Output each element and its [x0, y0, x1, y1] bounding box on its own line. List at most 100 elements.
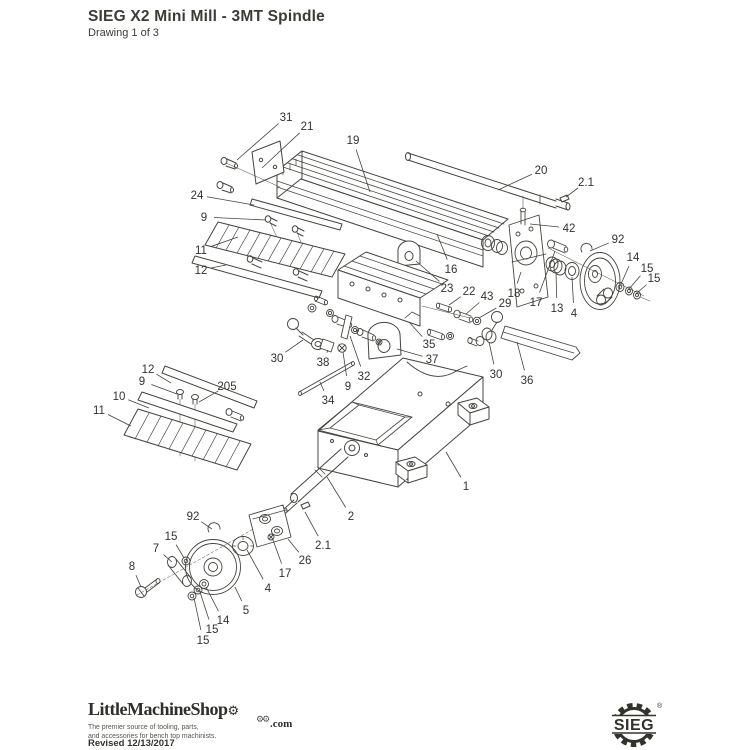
part-number-label: 36: [521, 375, 534, 387]
leader-line: [555, 271, 558, 299]
saddle-drawing: [337, 251, 449, 360]
leader-line: [415, 260, 440, 282]
part-number-label: 92: [612, 234, 625, 246]
part-number-label: 38: [317, 357, 330, 369]
right-fasteners-drawing: [421, 302, 581, 361]
leader-line: [516, 341, 525, 371]
leader-line: [198, 390, 219, 403]
leader-line: [210, 264, 227, 269]
table-drawing: [276, 150, 509, 268]
leader-line: [156, 373, 172, 384]
leader-line: [128, 399, 150, 409]
part-number-label: 13: [551, 303, 564, 315]
part-number-label: 20: [535, 165, 548, 177]
part-number-label: 10: [113, 391, 126, 403]
part-number-label: 2.1: [578, 177, 594, 189]
leader-line: [445, 451, 462, 478]
part-number-label: 12: [195, 265, 208, 277]
sieg-logo: SIEG ®: [608, 702, 663, 747]
part-number-label: 15: [648, 273, 661, 285]
part-number-label: 7: [153, 543, 159, 555]
end-plate-drawing: [216, 140, 285, 194]
leader-line: [355, 149, 371, 193]
part-number-label: 4: [265, 583, 272, 595]
brand-suffix: .com: [270, 718, 293, 730]
part-number-label: 2: [348, 511, 354, 523]
part-number-label: 23: [441, 283, 454, 295]
leader-line: [135, 575, 142, 588]
leader-line: [236, 123, 279, 161]
leader-line: [151, 384, 178, 395]
part-number-label: 31: [280, 112, 293, 124]
leader-line: [589, 242, 609, 252]
lock-block-23-drawing: [397, 240, 421, 267]
leader-line: [396, 348, 423, 357]
leader-line: [205, 586, 219, 612]
upper-way-cover-drawing: [191, 221, 346, 299]
part-number-label: 16: [445, 264, 458, 276]
part-number-label: 17: [279, 568, 292, 580]
leader-line: [436, 233, 448, 260]
leader-line: [571, 276, 574, 304]
leader-line: [193, 597, 202, 631]
page-subtitle: Drawing 1 of 3: [88, 27, 159, 39]
leader-line: [284, 339, 304, 353]
leader-line: [213, 217, 267, 221]
part-number-label: 35: [423, 339, 436, 351]
leader-line: [201, 521, 213, 530]
end-bracket-bearing-drawing: [481, 195, 651, 310]
part-number-label: 15: [206, 624, 219, 636]
leader-line: [342, 351, 347, 377]
leader-line: [326, 476, 347, 508]
part-number-label: 14: [627, 252, 640, 264]
leader-line: [107, 414, 132, 427]
leader-line: [246, 549, 264, 580]
part-number-label: 15: [197, 635, 210, 647]
brand-tagline: The premier source of tooling, parts, an…: [88, 724, 217, 740]
leader-line: [497, 173, 533, 191]
leader-line: [408, 321, 423, 337]
leader-line: [488, 341, 495, 365]
part-number-label: 19: [347, 135, 360, 147]
leadscrew-20-drawing: [405, 152, 571, 211]
leader-line: [175, 544, 185, 559]
small-gears-icon: ⚙⚙: [256, 715, 270, 725]
littlemachineshop-logo: LittleMachineShop⚙ ⚙⚙ .com The premier s…: [88, 700, 318, 741]
lower-way-cover-drawing: [123, 365, 258, 471]
gib-and-fasteners-drawing: [287, 295, 383, 396]
leader-line: [465, 302, 480, 315]
leader-line: [516, 271, 522, 284]
part-number-label: 21: [301, 121, 314, 133]
part-number-label: 18: [508, 288, 521, 300]
part-number-label: 11: [195, 245, 207, 257]
leader-line: [529, 223, 560, 228]
page-title: SIEG X2 Mini Mill - 3MT Spindle: [88, 8, 325, 25]
leader-line: [565, 187, 579, 198]
part-number-label: 30: [490, 369, 503, 381]
leader-line: [287, 538, 300, 553]
part-number-label: 17: [530, 297, 543, 309]
part-number-label: 37: [426, 354, 439, 366]
part-number-label: 11: [93, 405, 105, 417]
leader-line: [199, 591, 210, 620]
part-number-label: 9: [201, 212, 207, 224]
part-number-label: 9: [139, 376, 145, 388]
part-number-label: 24: [191, 190, 204, 202]
leader-line: [620, 265, 630, 285]
leader-line: [261, 132, 300, 169]
registered-trademark: ®: [657, 702, 663, 710]
leader-line: [326, 349, 329, 353]
part-number-label: 8: [129, 561, 135, 573]
leader-line: [628, 275, 641, 290]
leader-line: [636, 284, 647, 294]
part-number-label: 14: [217, 615, 230, 627]
retaining-clip-icon: [580, 242, 593, 253]
part-number-label: 92: [187, 511, 200, 523]
leader-line: [163, 554, 173, 563]
part-number-label: 42: [563, 223, 576, 235]
gear-icon: ⚙: [227, 704, 240, 719]
leader-line: [206, 196, 255, 206]
part-number-label: 29: [499, 298, 512, 310]
base-drawing: [282, 357, 490, 514]
